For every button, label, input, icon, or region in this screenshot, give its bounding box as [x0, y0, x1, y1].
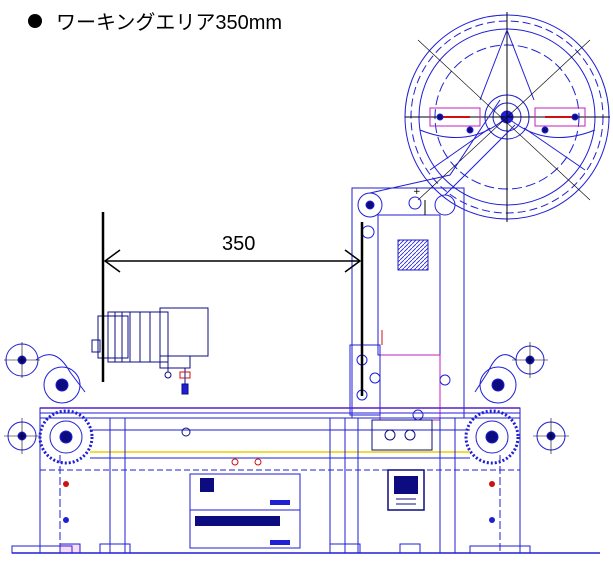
- heading-text: ワーキングエリア350mm: [56, 12, 283, 34]
- dimension-arrow-left: [103, 249, 121, 273]
- svg-text:+: +: [413, 187, 421, 197]
- supply-reel: [404, 12, 610, 222]
- left-roller-assembly: [4, 342, 94, 465]
- dimension-label: 350: [222, 233, 255, 255]
- feed-column: +: [349, 99, 516, 421]
- dimension-arrow-right: [344, 249, 362, 273]
- working-area-dimension: 350: [101, 212, 364, 396]
- right-roller-assembly: [464, 342, 569, 465]
- bullet-icon: [28, 13, 42, 28]
- conveyor-table: [11, 407, 600, 554]
- heading: ワーキングエリア350mm: [28, 6, 282, 35]
- motor-head-assembly: [91, 307, 209, 395]
